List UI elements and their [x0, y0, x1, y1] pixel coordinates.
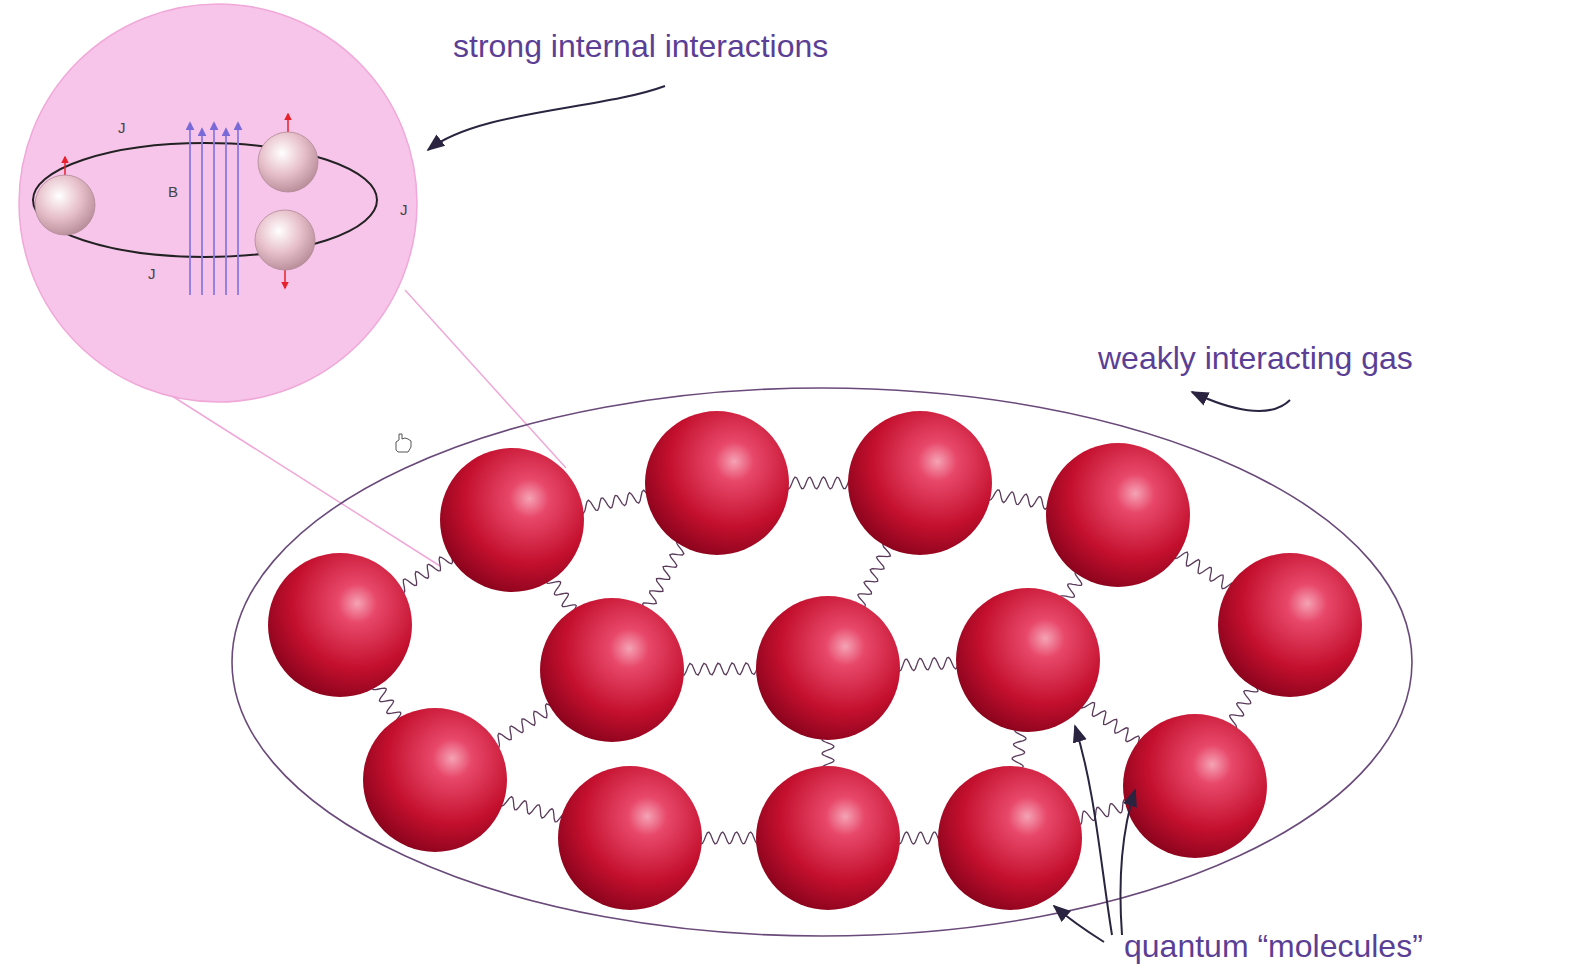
annotation-label: quantum “molecules” [1124, 928, 1423, 964]
spin-particle [258, 132, 318, 192]
leader-arrow [1121, 790, 1135, 935]
spring [500, 797, 566, 822]
zoom-line [405, 290, 566, 468]
spring [680, 663, 760, 675]
spring [987, 490, 1051, 509]
spring [398, 551, 453, 593]
field-line [189, 123, 191, 295]
spring [372, 683, 401, 725]
quantum-molecule [1123, 714, 1267, 858]
quantum-molecule [268, 553, 412, 697]
spring [493, 704, 557, 748]
inset-illustration [18, 3, 418, 403]
spring [643, 542, 684, 613]
spin-particle [255, 210, 315, 270]
spring [579, 490, 651, 513]
coupling-label: J [400, 201, 408, 218]
quantum-molecule [558, 766, 702, 910]
quantum-molecule [645, 411, 789, 555]
spring [896, 657, 960, 671]
spin-particle [35, 175, 95, 235]
quantum-molecule [938, 766, 1082, 910]
quantum-molecule [956, 588, 1100, 732]
coupling-label: J [148, 265, 156, 282]
spring [1230, 681, 1258, 728]
field-line [237, 123, 239, 295]
spring [896, 832, 942, 844]
quantum-molecule [363, 708, 507, 852]
coupling-label: B [168, 183, 178, 200]
quantum-molecule [1218, 553, 1362, 697]
quantum-molecule [1046, 443, 1190, 587]
inset-disc [19, 4, 417, 402]
leader-arrow [428, 86, 665, 150]
gas-boundary [232, 388, 1412, 936]
spring [1081, 701, 1139, 750]
quantum-molecule [440, 448, 584, 592]
spring [1012, 728, 1026, 770]
spring [822, 736, 834, 770]
spring [1175, 552, 1236, 589]
field-line [213, 123, 215, 295]
sphere-group [268, 411, 1362, 910]
spring [857, 544, 891, 607]
field-line [225, 129, 227, 295]
orbit-ring [33, 143, 377, 257]
zoom-inset: J B J J [18, 3, 418, 403]
quantum-molecule [848, 411, 992, 555]
annotation-label: strong internal interactions [453, 28, 828, 64]
coupling-label: J [118, 119, 126, 136]
leader-arrow [1075, 726, 1112, 935]
annotation-label: weakly interacting gas [1098, 340, 1413, 376]
quantum-molecule [540, 598, 684, 742]
leader-arrow [1192, 392, 1290, 411]
leader-arrow [1054, 906, 1104, 942]
field-line [201, 129, 203, 295]
spring [1060, 572, 1082, 602]
quantum-molecule [756, 596, 900, 740]
spring [698, 832, 760, 844]
quantum-molecule [756, 766, 900, 910]
spring [785, 477, 852, 489]
hand-cursor [396, 434, 411, 452]
spring [1076, 800, 1130, 825]
